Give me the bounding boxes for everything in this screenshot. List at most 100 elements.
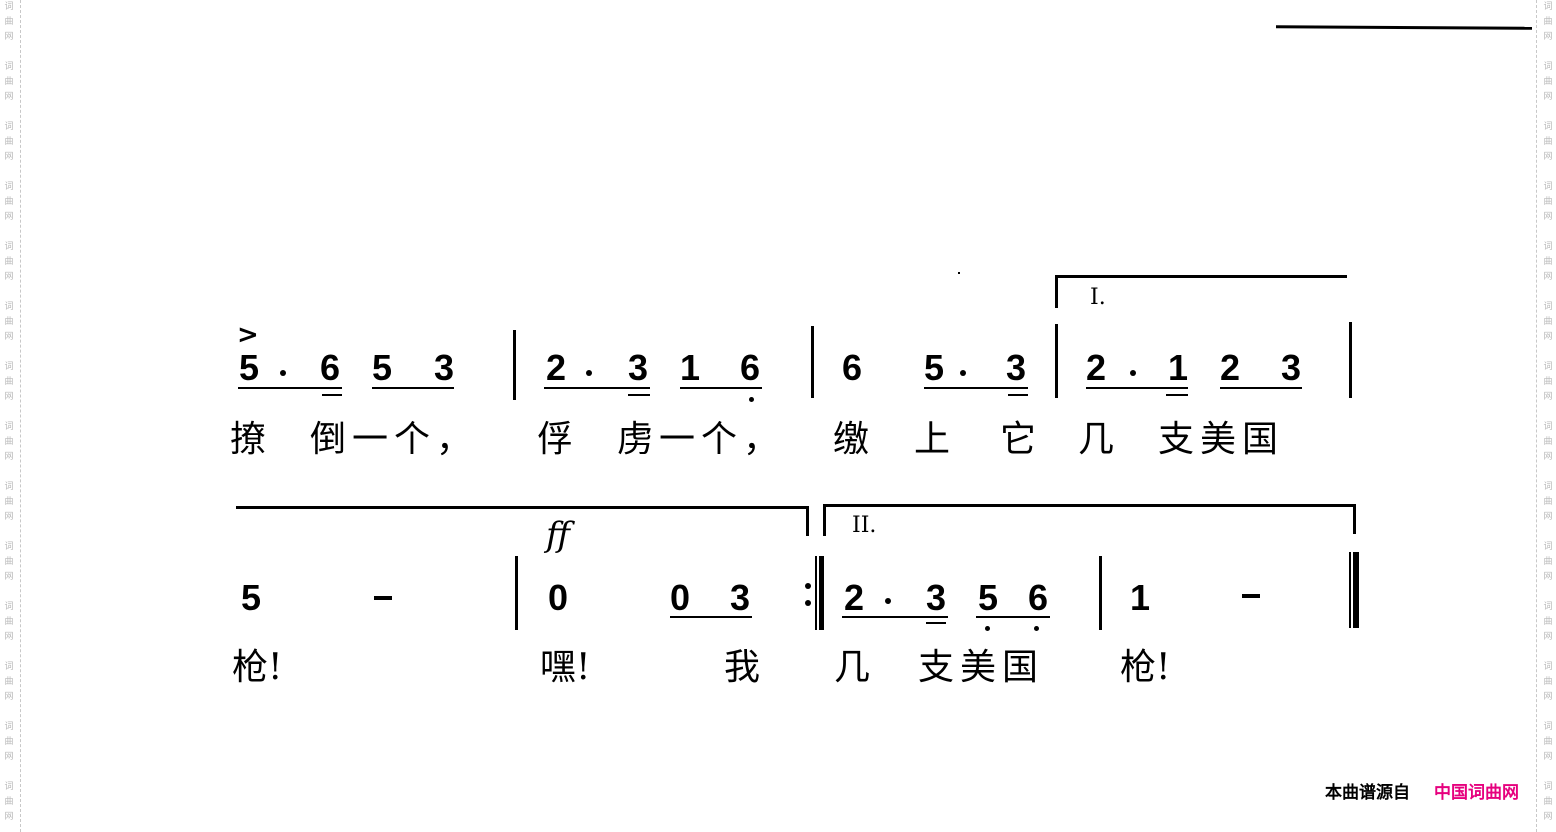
watermark-char: 网 <box>1543 392 1553 402</box>
watermark-char: 词 <box>4 302 14 312</box>
watermark-char: 词 <box>1543 482 1553 492</box>
watermark-char: 曲 <box>4 317 14 327</box>
dash <box>374 596 392 600</box>
note: 2 <box>1085 347 1107 388</box>
note: 6 <box>1027 577 1049 618</box>
lyric: 支美国 <box>1158 419 1285 460</box>
watermark-char: 曲 <box>4 677 14 687</box>
lyric: 枪! <box>232 647 283 688</box>
watermark-char: 网 <box>1543 272 1553 282</box>
volta-1-bracket-end <box>806 506 809 536</box>
volta-2-label: II. <box>852 513 877 538</box>
barline <box>513 330 516 400</box>
watermark-char: 词 <box>1543 602 1553 612</box>
underline <box>1086 387 1188 389</box>
watermark-char: 词 <box>1543 122 1553 132</box>
watermark-char: 词 <box>4 242 14 252</box>
watermark-char: 曲 <box>4 497 14 507</box>
accent-mark: > <box>237 320 259 350</box>
watermark-char: 词 <box>1543 182 1553 192</box>
note: 3 <box>1280 347 1302 388</box>
watermark-char: 曲 <box>4 797 14 807</box>
watermark-char: 曲 <box>1543 77 1553 87</box>
lyric: 几 <box>834 647 871 688</box>
watermark-char: 网 <box>1543 632 1553 642</box>
watermark-char: 曲 <box>1543 437 1553 447</box>
augmentation-dot <box>1130 370 1136 376</box>
barline <box>1349 322 1352 398</box>
note: 6 <box>319 347 341 388</box>
watermark-char: 网 <box>4 692 14 702</box>
watermark-char: 词 <box>4 62 14 72</box>
volta-2-bracket-right <box>1353 504 1356 534</box>
note: 6 <box>841 347 863 388</box>
lyric: 支美国 <box>918 647 1045 688</box>
note: 5 <box>923 347 945 388</box>
watermark-char: 词 <box>4 422 14 432</box>
watermark-char: 词 <box>4 782 14 792</box>
dynamic-marking: ff <box>546 515 571 555</box>
underline <box>1008 394 1028 396</box>
note: 0 <box>669 577 691 618</box>
underline <box>238 387 342 389</box>
watermark-char: 词 <box>1543 542 1553 552</box>
lyric: 虏一个， <box>617 419 786 460</box>
dashed-divider <box>20 0 21 832</box>
watermark-char: 曲 <box>1543 257 1553 267</box>
note: 3 <box>433 347 455 388</box>
lyric: 几 <box>1078 419 1115 460</box>
watermark-char: 词 <box>4 182 14 192</box>
watermark-char: 词 <box>4 662 14 672</box>
watermark-char: 曲 <box>1543 317 1553 327</box>
barline <box>1099 556 1102 630</box>
lyric: 嘿! <box>540 647 591 688</box>
source-label: 本曲谱源自 <box>1325 783 1410 803</box>
lyric: 我 <box>724 647 761 688</box>
site-link[interactable]: 中国词曲网 <box>1434 783 1519 803</box>
note: 3 <box>925 577 947 618</box>
watermark-char: 曲 <box>4 617 14 627</box>
watermark-char: 网 <box>1543 512 1553 522</box>
watermark-char: 曲 <box>1543 497 1553 507</box>
watermark-char: 曲 <box>1543 137 1553 147</box>
watermark-char: 曲 <box>1543 737 1553 747</box>
barline <box>515 556 518 630</box>
lyric: 倒一个， <box>310 419 479 460</box>
watermark-char: 词 <box>4 542 14 552</box>
note: 2 <box>843 577 865 618</box>
note: 0 <box>547 577 569 618</box>
note: 1 <box>679 347 701 388</box>
note: 5 <box>240 577 262 618</box>
dash <box>1242 594 1260 598</box>
underline <box>628 394 650 396</box>
underline <box>544 387 650 389</box>
volta-1-label: I. <box>1090 285 1106 310</box>
watermark-char: 词 <box>1543 2 1553 12</box>
augmentation-dot <box>885 598 891 604</box>
lyric: 撩 <box>230 419 267 460</box>
note: 6 <box>739 347 761 388</box>
watermark-char: 词 <box>1543 422 1553 432</box>
watermark-char: 网 <box>4 752 14 762</box>
underline <box>670 616 752 618</box>
volta-2-bracket-left <box>823 506 826 536</box>
underline <box>976 616 1050 618</box>
watermark-char: 网 <box>4 452 14 462</box>
watermark-char: 曲 <box>4 17 14 27</box>
watermark-char: 曲 <box>4 557 14 567</box>
watermark-char: 词 <box>4 122 14 132</box>
watermark-char: 曲 <box>1543 677 1553 687</box>
underline <box>842 616 948 618</box>
watermark-char: 词 <box>1543 722 1553 732</box>
watermark-char: 曲 <box>4 377 14 387</box>
watermark-char: 网 <box>1543 212 1553 222</box>
watermark-char: 网 <box>4 152 14 162</box>
lyric: 枪! <box>1120 647 1171 688</box>
watermark-char: 网 <box>1543 812 1553 822</box>
repeat-dot <box>805 600 811 606</box>
watermark-char: 网 <box>4 332 14 342</box>
watermark-char: 曲 <box>1543 377 1553 387</box>
repeat-barline-thin <box>815 556 817 630</box>
repeat-dot <box>805 583 811 589</box>
underline <box>1166 394 1188 396</box>
